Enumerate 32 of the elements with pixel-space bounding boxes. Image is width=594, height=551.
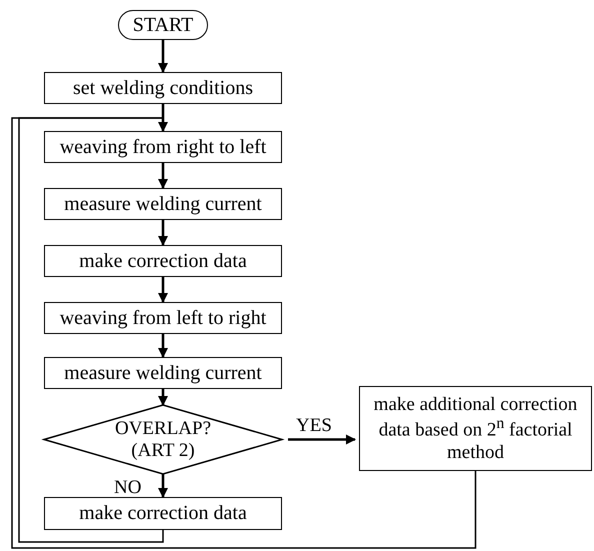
arrow [158,389,168,406]
process-box [44,302,282,334]
edge-label: NO [114,478,142,497]
node-text: make correction data [79,250,247,272]
arrow [158,40,168,73]
process-box [359,386,592,471]
arrow [18,117,166,543]
process-box [44,72,282,104]
arrow [158,104,168,132]
arrow [11,117,476,549]
process-box [44,188,282,220]
arrow [158,474,168,498]
node-text: measure welding current [64,192,262,216]
arrow [158,277,168,303]
terminal-box [118,10,208,40]
node-text: make additional correction data based on 2$^{n}$ factorial method [372,394,578,464]
process-box [44,357,282,389]
node-text: weaving from left to right [60,306,266,330]
node-text: weaving from right to left [60,136,266,158]
node-text: measure welding current [64,362,262,384]
arrow [158,220,168,246]
arrow [158,163,168,189]
node-text: START [132,14,194,36]
edge-label: YES [296,416,332,435]
process-box [44,245,282,277]
node-text: OVERLAP? (ART 2) [114,418,212,462]
process-box [44,497,282,530]
arrow [288,434,356,444]
node-text: set welding conditions [73,76,253,100]
process-box [44,131,282,163]
node-text: make correction data [79,502,247,525]
arrow [158,334,168,358]
